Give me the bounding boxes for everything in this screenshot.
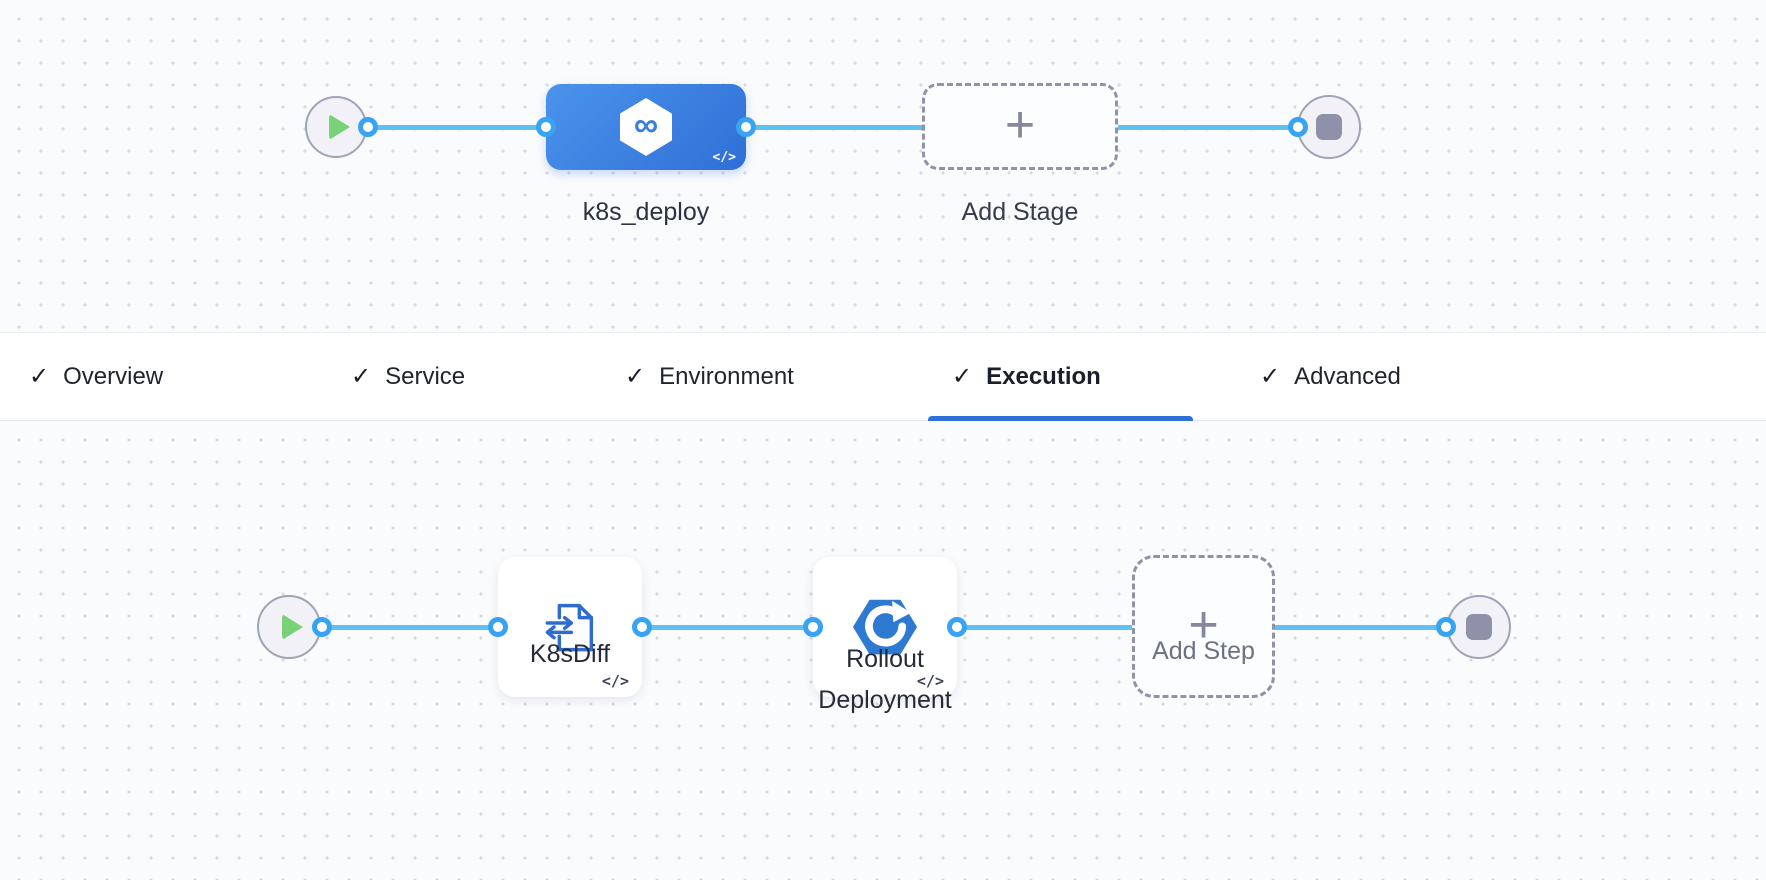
- rollout-deployment-icon: [852, 599, 918, 655]
- port-rollout-out[interactable]: [947, 617, 967, 637]
- stage-config-tabs: ✓ Overview ✓ Service ✓ Environment ✓ Exe…: [0, 332, 1766, 421]
- file-diff-icon: [545, 603, 594, 652]
- step-name-label: Rollout Deployment: [818, 645, 952, 714]
- add-stage-label: Add Stage: [961, 198, 1079, 226]
- stage-canvas: ∞ </> + k8s_deploy Add Stage: [0, 0, 1766, 332]
- step-node-rollout-deployment[interactable]: </>: [813, 557, 957, 697]
- execution-end-node: [1447, 595, 1511, 659]
- tab-advanced[interactable]: ✓ Advanced: [1260, 333, 1401, 420]
- pipeline-end-node: [1297, 95, 1361, 159]
- tab-service-label: Service: [385, 362, 466, 390]
- add-stage-button[interactable]: +: [922, 83, 1118, 170]
- stop-icon: [1466, 614, 1492, 640]
- pipeline-start-node: [305, 96, 367, 158]
- port-stage-in[interactable]: [536, 117, 556, 137]
- check-icon: ✓: [625, 362, 646, 390]
- tab-environment-label: Environment: [659, 362, 794, 390]
- play-icon: [282, 614, 303, 640]
- port-end-in[interactable]: [1288, 117, 1308, 137]
- infinity-icon: ∞: [633, 106, 659, 144]
- port-k8sdiff-out[interactable]: [632, 617, 652, 637]
- tab-service[interactable]: ✓ Service: [351, 333, 465, 420]
- edge-k8sdiff-to-rollout: [642, 625, 813, 630]
- port-exec-start-out[interactable]: [312, 617, 332, 637]
- plus-icon: +: [1004, 95, 1036, 154]
- check-icon: ✓: [952, 362, 973, 390]
- tab-advanced-label: Advanced: [1294, 362, 1401, 390]
- step-node-k8sdiff[interactable]: </>: [498, 557, 642, 697]
- stage-name-label: k8s_deploy: [582, 198, 710, 226]
- port-exec-end-in[interactable]: [1436, 617, 1456, 637]
- tab-environment[interactable]: ✓ Environment: [625, 333, 794, 420]
- port-stage-out[interactable]: [736, 117, 756, 137]
- stage-node-k8s-deploy[interactable]: ∞ </>: [546, 84, 746, 170]
- add-step-label: Add Step: [1152, 637, 1255, 665]
- tab-overview[interactable]: ✓ Overview: [29, 333, 163, 420]
- step-name-label: K8sDiff: [529, 640, 611, 668]
- edge-start-to-stage: [368, 125, 546, 130]
- stop-icon: [1316, 114, 1342, 140]
- active-tab-underline: [928, 416, 1193, 421]
- tab-overview-label: Overview: [63, 362, 164, 390]
- play-icon: [329, 114, 350, 140]
- tab-execution-label: Execution: [986, 362, 1101, 390]
- check-icon: ✓: [1260, 362, 1281, 390]
- check-icon: ✓: [29, 362, 50, 390]
- port-start-out[interactable]: [358, 117, 378, 137]
- stage-code-view-toggle[interactable]: </>: [712, 150, 736, 165]
- execution-canvas: </> </> + K8sDiff Rollout Deployment Add…: [0, 421, 1766, 880]
- harness-deploy-stage-icon: ∞: [620, 98, 672, 156]
- step-code-view-toggle[interactable]: </>: [916, 672, 944, 690]
- port-k8sdiff-in[interactable]: [488, 617, 508, 637]
- step-code-view-toggle[interactable]: </>: [601, 672, 629, 690]
- add-step-button[interactable]: +: [1132, 555, 1275, 698]
- tab-execution[interactable]: ✓ Execution: [952, 333, 1101, 420]
- port-rollout-in[interactable]: [803, 617, 823, 637]
- check-icon: ✓: [351, 362, 372, 390]
- edge-start-to-k8sdiff: [322, 625, 498, 630]
- plus-icon: +: [1188, 595, 1219, 654]
